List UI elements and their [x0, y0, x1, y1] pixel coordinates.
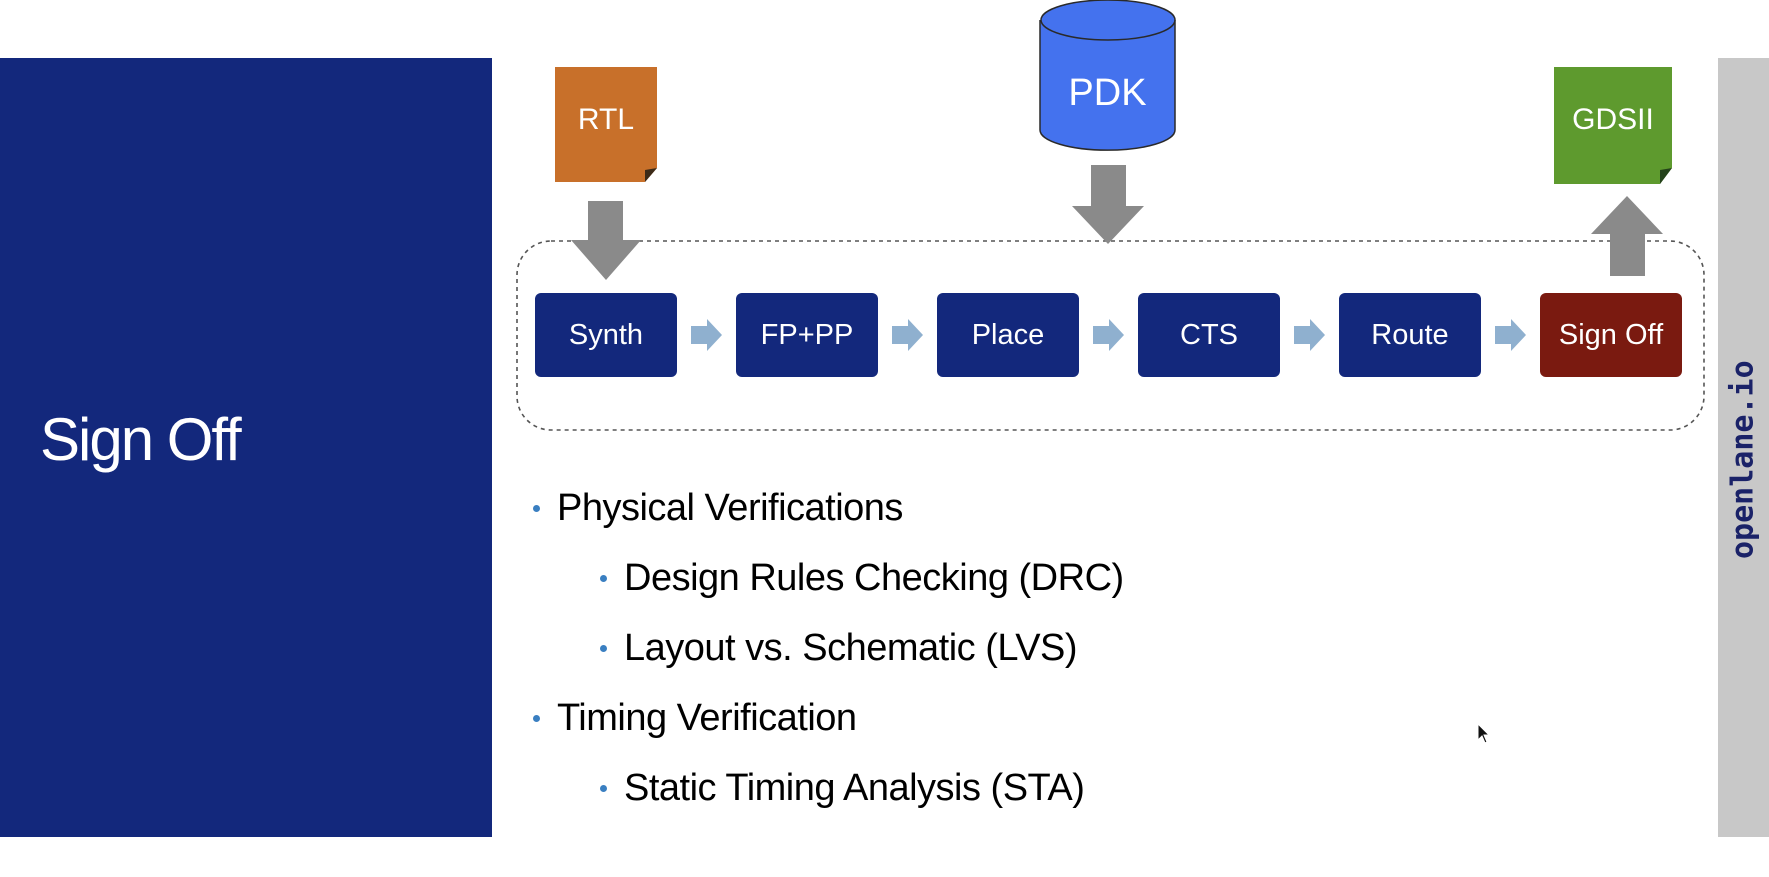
- stage-label: CTS: [1180, 318, 1238, 351]
- gdsii-up-arrow: [1591, 196, 1663, 276]
- bullet-lvs: Layout vs. Schematic (LVS): [600, 627, 1078, 670]
- stage-box-cts: [1138, 293, 1280, 377]
- bullet-sta: Static Timing Analysis (STA): [600, 767, 1085, 810]
- pdk-down-arrow: [1072, 165, 1144, 244]
- stage-box-place: [937, 293, 1079, 377]
- bullet-dot: [533, 505, 540, 512]
- rtl-document-icon: [555, 67, 657, 182]
- bullet-text: Design Rules Checking (DRC): [624, 557, 1124, 599]
- stage-label: FP+PP: [760, 318, 854, 351]
- brand-sidebar: [1718, 58, 1769, 837]
- stage-box-synth: [535, 293, 677, 377]
- rtl-down-arrow: [571, 201, 641, 280]
- bullet-text: Layout vs. Schematic (LVS): [624, 627, 1078, 669]
- mouse-cursor-icon: [1477, 723, 1491, 744]
- rtl-label: RTL: [577, 103, 635, 136]
- flow-arrow: [1093, 319, 1124, 351]
- flow-arrow: [1294, 319, 1325, 351]
- stage-box-route: [1339, 293, 1481, 377]
- stage-label: Synth: [568, 318, 644, 351]
- bullet-dot: [600, 575, 607, 582]
- bullet-timing-verification: Timing Verification: [533, 697, 857, 740]
- stage-box-sign-off: [1540, 293, 1682, 377]
- slide-title: Sign Off: [40, 406, 242, 473]
- title-panel: [0, 58, 492, 837]
- bullet-drc: Design Rules Checking (DRC): [600, 557, 1124, 600]
- flow-arrow: [892, 319, 923, 351]
- stage-label: Route: [1371, 318, 1449, 351]
- pdk-cylinder-icon: [1039, 0, 1176, 151]
- bullet-dot: [533, 715, 540, 722]
- flow-arrow: [691, 319, 722, 351]
- bullet-dot: [600, 785, 607, 792]
- bullet-text: Physical Verifications: [557, 487, 903, 529]
- pdk-label: PDK: [1068, 71, 1147, 114]
- gdsii-label: GDSII: [1572, 103, 1654, 136]
- stage-box-fp-pp: [736, 293, 878, 377]
- bullet-text: Timing Verification: [557, 697, 857, 739]
- bullet-physical-verifications: Physical Verifications: [533, 487, 903, 530]
- gdsii-document-icon: [1554, 67, 1672, 184]
- stage-label: Sign Off: [1558, 318, 1664, 351]
- flow-container: [516, 240, 1705, 431]
- flow-arrow: [1495, 319, 1526, 351]
- stage-label: Place: [971, 318, 1045, 351]
- bullet-dot: [600, 645, 607, 652]
- bullet-text: Static Timing Analysis (STA): [624, 767, 1085, 809]
